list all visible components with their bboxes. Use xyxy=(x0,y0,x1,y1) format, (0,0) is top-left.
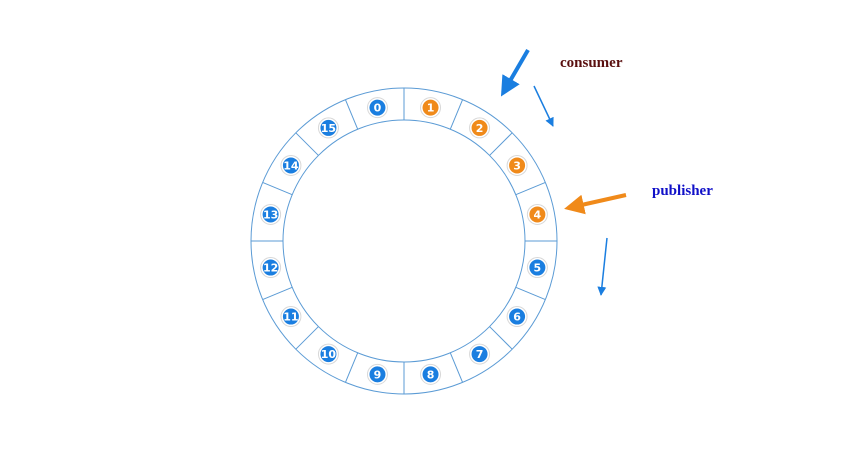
slot-badge xyxy=(471,119,488,136)
slot-number: 7 xyxy=(476,348,484,361)
slot-0: 0 xyxy=(366,97,388,119)
slot-number: 0 xyxy=(374,102,382,115)
consumer-label: consumer xyxy=(560,55,623,71)
slot-divider xyxy=(295,326,319,350)
slot-10: 10 xyxy=(317,343,339,365)
slot-1: 1 xyxy=(420,97,442,119)
slot-divider xyxy=(449,352,464,383)
slot-15: 15 xyxy=(317,117,339,139)
slot-badge xyxy=(422,366,439,383)
slot-6: 6 xyxy=(506,306,528,328)
slot-badge xyxy=(282,157,299,174)
slot-number: 2 xyxy=(476,122,484,135)
slot-badge xyxy=(471,346,488,363)
slot-badge xyxy=(262,259,279,276)
publisher-label: publisher xyxy=(652,183,713,199)
slot-badge xyxy=(369,366,386,383)
slot-divider xyxy=(489,326,513,350)
ring-inner-edge xyxy=(282,119,526,363)
slot-number: 4 xyxy=(534,208,542,221)
slot-badge xyxy=(509,157,526,174)
slot-14: 14 xyxy=(280,154,302,176)
slot-number: 3 xyxy=(513,159,521,172)
slot-number: 5 xyxy=(534,262,542,275)
slot-badge xyxy=(529,206,546,223)
publisher-pointer-arrow xyxy=(564,193,627,215)
slot-divider xyxy=(262,286,293,301)
consumer-direction-arrow xyxy=(533,85,554,127)
slot-divider xyxy=(295,132,319,156)
slot-5: 5 xyxy=(526,257,548,279)
slot-badge xyxy=(509,308,526,325)
consumer-pointer-arrow xyxy=(500,48,530,97)
slot-divider xyxy=(489,132,513,156)
slot-number: 15 xyxy=(321,122,336,135)
slot-number: 8 xyxy=(427,368,435,381)
slot-3: 3 xyxy=(506,154,528,176)
slot-number: 9 xyxy=(374,368,382,381)
slot-number: 12 xyxy=(263,262,278,275)
slot-number: 13 xyxy=(263,208,278,221)
slot-7: 7 xyxy=(469,343,491,365)
slot-11: 11 xyxy=(280,306,302,328)
slot-2: 2 xyxy=(469,117,491,139)
slot-number: 14 xyxy=(283,159,299,172)
slot-badge xyxy=(262,206,279,223)
slot-badge xyxy=(320,346,337,363)
slot-divider xyxy=(262,181,293,196)
slot-divider xyxy=(344,99,359,130)
slot-badge xyxy=(529,259,546,276)
slot-number: 10 xyxy=(321,348,337,361)
slot-number: 1 xyxy=(427,102,435,115)
slot-number: 11 xyxy=(283,311,298,324)
slot-badge xyxy=(320,119,337,136)
publisher-direction-arrow xyxy=(597,237,608,296)
slot-divider xyxy=(449,99,464,130)
slot-divider xyxy=(515,286,546,301)
slot-8: 8 xyxy=(420,363,442,385)
slot-13: 13 xyxy=(260,203,282,225)
slot-4: 4 xyxy=(526,203,548,225)
slot-12: 12 xyxy=(260,257,282,279)
slot-badge xyxy=(422,99,439,116)
ring-buffer xyxy=(250,87,558,395)
slot-badge xyxy=(369,99,386,116)
slot-9: 9 xyxy=(366,363,388,385)
slot-divider xyxy=(515,181,546,196)
slot-number: 6 xyxy=(513,311,521,324)
slot-badge xyxy=(282,308,299,325)
slot-divider xyxy=(344,352,359,383)
